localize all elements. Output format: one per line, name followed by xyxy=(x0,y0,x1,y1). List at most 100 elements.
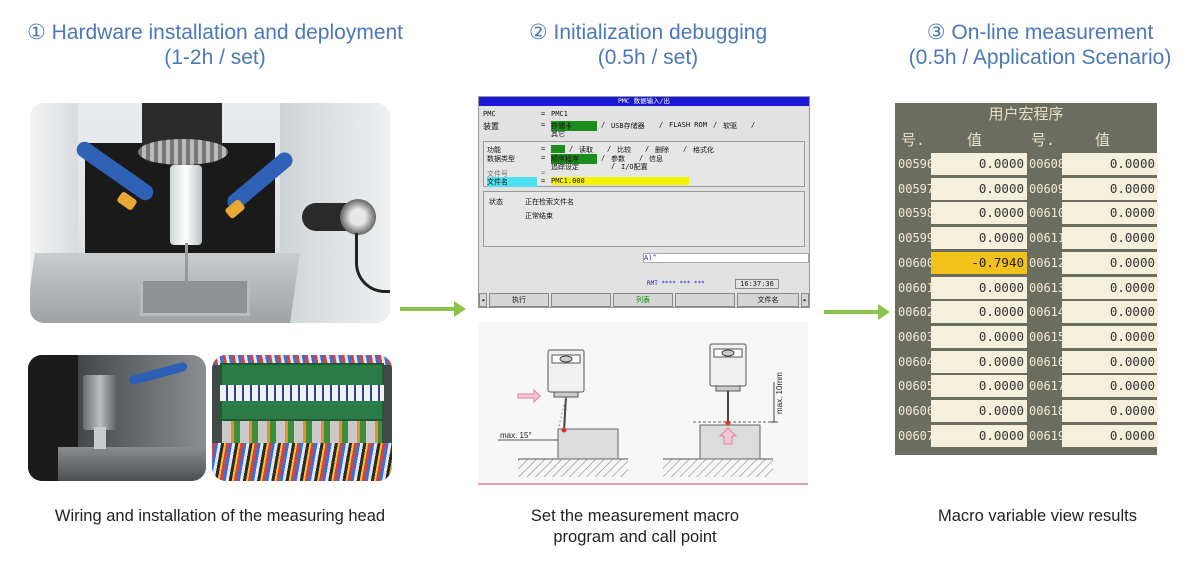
header-val-2: 值 xyxy=(1095,131,1111,149)
step2-caption-line2: program and call point xyxy=(553,528,717,546)
variable-number: 00604 xyxy=(898,354,935,369)
softkey-next-icon[interactable]: ▸ xyxy=(801,293,809,307)
pmc-label: PMC xyxy=(483,110,496,118)
variable-value: 0.0000 xyxy=(1062,424,1158,447)
variable-number: 00612 xyxy=(1029,255,1066,270)
filename-input[interactable]: PMC1.000 xyxy=(551,177,689,185)
pmc-value: PMC1 xyxy=(551,110,568,118)
variable-number: 00599 xyxy=(898,231,935,246)
step1-title: ① Hardware installation and deployment (… xyxy=(10,20,420,70)
softkey-filename[interactable]: 文件名 xyxy=(737,293,799,307)
function-compare[interactable]: 比较 xyxy=(617,146,631,154)
probe-right-scene: max. 10mm xyxy=(663,343,784,477)
wiring-cabinet-photo xyxy=(212,355,392,481)
datatype-message[interactable]: 信息 xyxy=(649,155,663,163)
variable-number: 00615 xyxy=(1029,329,1066,344)
softkey-prev-icon[interactable]: ◂ xyxy=(479,293,487,307)
variable-value: 0.0000 xyxy=(931,153,1027,175)
variable-number: 00603 xyxy=(898,329,935,344)
variable-value: 0.0000 xyxy=(931,424,1027,447)
variable-number: 00607 xyxy=(898,428,935,443)
variable-number: 00619 xyxy=(1029,428,1066,443)
height-label: max. 10mm xyxy=(775,372,784,414)
softkey-blank-1[interactable] xyxy=(551,293,611,307)
variable-value: -0.7940 xyxy=(931,251,1027,274)
variable-number: 00602 xyxy=(898,305,935,320)
variable-value: 0.0000 xyxy=(1062,350,1158,373)
variable-value: 0.0000 xyxy=(931,227,1027,250)
variable-number: 00605 xyxy=(898,379,935,394)
filename-label: 文件名 xyxy=(487,177,537,187)
step3-title-line2: (0.5h / Application Scenario) xyxy=(908,46,1172,69)
status-panel xyxy=(483,191,805,247)
function-format[interactable]: 格式化 xyxy=(693,146,714,154)
variable-number: 00608 xyxy=(1029,157,1066,171)
datatype-trace[interactable]: 追踪设定 xyxy=(551,163,579,171)
datatype-sequence[interactable]: 顺序程序 xyxy=(551,154,597,164)
variable-value: 0.0000 xyxy=(1062,202,1158,225)
step1-caption: Wiring and installation of the measuring… xyxy=(54,507,386,525)
variable-value: 0.0000 xyxy=(1062,177,1158,200)
step2-caption: Set the measurement macro program and ca… xyxy=(470,506,800,548)
device-option-card[interactable]: 存储卡 xyxy=(551,121,597,131)
variable-value: 0.0000 xyxy=(1062,400,1158,422)
probe-left-scene: max. 15° xyxy=(498,349,628,477)
softkey-blank-2[interactable] xyxy=(675,293,735,307)
variable-value: 0.0000 xyxy=(1062,227,1158,250)
device-option-floppy[interactable]: 软驱 xyxy=(723,122,737,130)
datatype-io[interactable]: I/O配置 xyxy=(621,163,648,171)
header-val-1: 值 xyxy=(967,131,983,149)
function-delete[interactable]: 删除 xyxy=(655,146,669,154)
variable-number: 00616 xyxy=(1029,354,1066,369)
variable-value: 0.0000 xyxy=(931,301,1027,324)
variable-value: 0.0000 xyxy=(1062,325,1158,348)
step3-title-line1: ③ On-line measurement xyxy=(926,21,1154,44)
clock: 16:37:36 xyxy=(735,279,779,289)
device-option-other[interactable]: 其它 xyxy=(551,130,565,138)
pmc-screen-title: PMC 数据输入/出 xyxy=(479,97,809,106)
function-read[interactable]: 读取 xyxy=(579,146,593,154)
device-label: 装置 xyxy=(483,122,499,131)
header-no-1: 号. xyxy=(901,131,926,149)
variable-number: 00613 xyxy=(1029,280,1066,295)
variable-value: 0.0000 xyxy=(931,177,1027,200)
variable-number: 00617 xyxy=(1029,379,1066,394)
device-option-flash[interactable]: FLASH ROM xyxy=(669,121,707,129)
angle-label: max. 15° xyxy=(500,431,532,440)
probe-installation-photo xyxy=(30,103,390,323)
step3-title: ③ On-line measurement (0.5h / Applicatio… xyxy=(885,20,1195,70)
step2-title: ② Initialization debugging (0.5h / set) xyxy=(478,20,818,70)
pmc-data-io-screen: PMC 数据输入/出 PMC = PMC1 装置 = 存储卡 / USB存储器 … xyxy=(478,96,810,308)
fileno-label: 文件号 xyxy=(487,170,508,178)
arrow-right-icon xyxy=(824,304,890,320)
input-prompt[interactable]: A)^ xyxy=(643,253,809,263)
mode-indicator: RMT **** *** *** xyxy=(647,280,705,287)
step3-caption: Macro variable view results xyxy=(938,507,1137,525)
softkey-list[interactable]: 列表 xyxy=(613,293,673,307)
datatype-param[interactable]: 参数 xyxy=(611,155,625,163)
variable-number: 00600 xyxy=(898,255,935,270)
softkey-execute[interactable]: 执行 xyxy=(489,293,549,307)
device-option-usb[interactable]: USB存储器 xyxy=(611,122,645,130)
variable-value: 0.0000 xyxy=(1062,301,1158,324)
probe-diagram: max. 15° max. 10mm xyxy=(478,322,808,485)
variable-number: 00598 xyxy=(898,206,935,221)
variable-value: 0.0000 xyxy=(931,400,1027,422)
step1-title-line1: ① Hardware installation and deployment xyxy=(26,21,404,44)
status-label: 状态 xyxy=(489,198,503,206)
status-line2: 正常结束 xyxy=(525,212,553,220)
step1-title-line2: (1-2h / set) xyxy=(164,46,266,69)
macro-title: 用户宏程序 xyxy=(988,105,1064,123)
